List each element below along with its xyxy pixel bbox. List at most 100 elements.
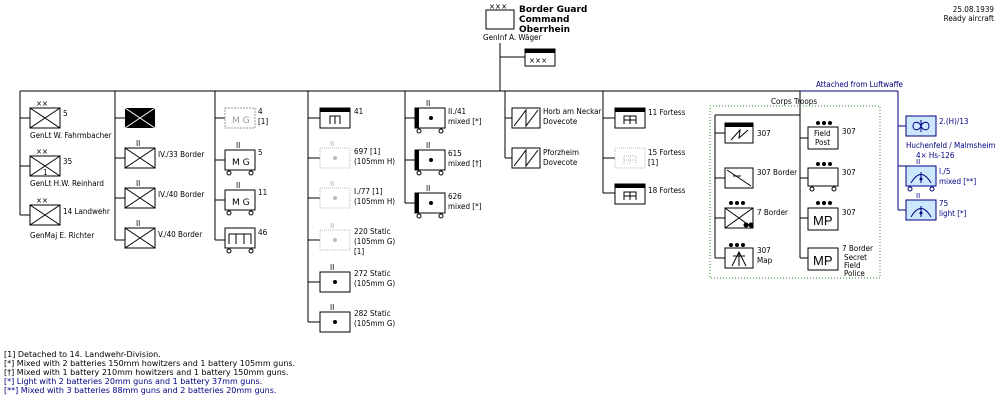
- luftwaffe-label: Attached from Luftwaffe: [816, 80, 904, 89]
- footnote-3: [†] Mixed with 1 battery 210mm howitzers…: [4, 368, 289, 377]
- artillery-697-l1: 697 [1]: [354, 147, 380, 156]
- mg-4-label: 4: [258, 107, 263, 116]
- svg-text:II: II: [426, 99, 430, 108]
- artillery-41-label: 41: [354, 107, 363, 116]
- svg-text:II: II: [236, 141, 240, 150]
- artillery-272-symbol: II: [319, 263, 351, 293]
- artillery-ii41-symbol: II: [414, 99, 446, 134]
- luftwaffe-flak-i5-l1: I./5: [939, 167, 950, 176]
- infantry-iv40-symbol: II: [124, 179, 156, 209]
- svg-text:II: II: [330, 180, 334, 188]
- corps-signals-307-label: 307: [757, 129, 771, 138]
- status-label: Ready aircraft: [944, 14, 995, 23]
- svg-text:II: II: [426, 184, 430, 193]
- luftwaffe-recon-l3: 4× Hs-126: [916, 151, 955, 160]
- corps-secret-police-symbol: MP: [807, 247, 839, 271]
- svg-text:II: II: [330, 140, 334, 148]
- dovecote-horb-symbol: [511, 107, 541, 129]
- fortress-18-label: 18 Fortess: [648, 186, 686, 195]
- artillery-i77-l2: (105mm H): [354, 197, 395, 206]
- footnotes: [1] Detached to 14. Landwehr-Division. […: [4, 350, 295, 395]
- hq-title-2: Command: [519, 15, 569, 25]
- svg-text:II: II: [136, 219, 140, 228]
- corps-transport-307-label: 307: [842, 168, 856, 177]
- hq-commander: GenInf A. Wäger: [483, 33, 541, 42]
- svg-text:II: II: [426, 141, 430, 150]
- division-5-name: 5: [63, 109, 68, 118]
- luftwaffe-flak-75-l1: 75: [939, 199, 948, 208]
- dovecote-pforzheim-symbol: [511, 147, 541, 169]
- corps-field-post-symbol: Field Post: [807, 121, 839, 150]
- svg-text:××: ××: [36, 147, 48, 156]
- svg-text:II: II: [330, 263, 334, 272]
- artillery-626-l2: mixed [*]: [448, 202, 482, 211]
- svg-text:II: II: [330, 303, 334, 312]
- luftwaffe-flak-75-symbol: II: [905, 192, 937, 221]
- dovecote-horb-l1: Horb am Neckar: [543, 107, 602, 116]
- luftwaffe-flak-i5-symbol: II: [905, 158, 937, 192]
- svg-text:××: ××: [36, 99, 48, 108]
- artillery-41-symbol: [319, 107, 351, 129]
- artillery-615-l2: mixed [†]: [448, 159, 482, 168]
- svg-text:1: 1: [43, 168, 48, 177]
- svg-text:II: II: [136, 139, 140, 148]
- corps-border-307-symbol: [724, 167, 754, 189]
- infantry-v40-label: V./40 Border: [158, 230, 202, 239]
- footnote-4: [*] Light with 2 batteries 20mm guns and…: [4, 377, 262, 386]
- mg-5-label: 5: [258, 148, 263, 157]
- artillery-i77-l1: I./77 [1]: [354, 187, 383, 196]
- svg-text:M G: M G: [232, 158, 250, 168]
- luftwaffe-recon-symbol: [905, 115, 937, 137]
- corps-mp-307-symbol: MP: [807, 201, 839, 231]
- corps-map-307-l1: 307: [757, 246, 771, 255]
- corps-secret-police-l4: Police: [844, 269, 865, 278]
- corps-troops-label: Corps Troops: [771, 97, 817, 106]
- corps-secret-police-l1: 7 Border: [842, 244, 873, 253]
- date-label: 25.08.1939: [953, 5, 995, 14]
- artillery-220-l1: 220 Static: [354, 227, 391, 236]
- mg-4-symbol: M G: [224, 107, 256, 129]
- corps-map-307-symbol: [724, 243, 754, 269]
- hq-title-1: Border Guard: [519, 5, 587, 15]
- corps-secret-police-l2: Secret: [844, 253, 867, 262]
- artillery-615-l1: 615: [448, 149, 462, 158]
- corps-border-307-label: 307 Border: [757, 168, 797, 177]
- artillery-626-symbol: II: [414, 184, 446, 219]
- artillery-272-l1: 272 Static: [354, 269, 391, 278]
- svg-text:II: II: [136, 179, 140, 188]
- luftwaffe-recon-l2: Huchenfeld / Malmsheim: [906, 141, 995, 150]
- svg-text:××: ××: [36, 196, 48, 205]
- mg-46-label: 46: [258, 228, 268, 237]
- luftwaffe-flak-75-l2: light [*]: [939, 209, 967, 218]
- hq-title-3: Oberrhein: [519, 25, 570, 35]
- mp-307-sym: MP: [813, 213, 833, 228]
- division-5: ××: [29, 99, 61, 129]
- artillery-697-l2: (105mm H): [354, 157, 395, 166]
- secret-police-sym: MP: [813, 253, 833, 268]
- dovecote-pforzheim-l2: Dovecote: [543, 158, 578, 167]
- hq-symbol: ×××: [485, 2, 515, 30]
- artillery-697-symbol: II: [319, 140, 351, 169]
- mg-11-symbol: II M G: [224, 181, 256, 216]
- svg-text:II: II: [916, 158, 920, 166]
- artillery-282-l1: 282 Static: [354, 309, 391, 318]
- fortress-11-label: 11 Fortess: [648, 108, 686, 117]
- corps-map-307-l2: Map: [757, 256, 773, 265]
- fortress-15-l1: 15 Fortess: [648, 148, 686, 157]
- fortress-18-symbol: [614, 183, 646, 205]
- infantry-v40-symbol: II: [124, 219, 156, 249]
- artillery-282-l2: (105mm G): [354, 319, 395, 328]
- artillery-626-l1: 626: [448, 192, 462, 201]
- mg-11-label: 11: [258, 188, 267, 197]
- footnote-2: [*] Mixed with 2 batteries 150mm howitze…: [4, 359, 295, 368]
- svg-text:II: II: [330, 222, 334, 230]
- luftwaffe-recon-l1: 2.(H)/13: [939, 117, 968, 126]
- mg-5-symbol: II M G: [224, 141, 256, 176]
- division-5-commander: GenLt W. Fahrmbacher: [30, 131, 112, 140]
- infantry-iv33-symbol: II: [124, 139, 156, 169]
- division-35-commander: GenLt H.W. Reinhard: [30, 179, 104, 188]
- svg-text:II: II: [236, 181, 240, 190]
- field-post-sym-2: Post: [815, 138, 830, 147]
- corps-transport-307-symbol: [807, 162, 839, 192]
- svg-text:M G: M G: [232, 198, 250, 208]
